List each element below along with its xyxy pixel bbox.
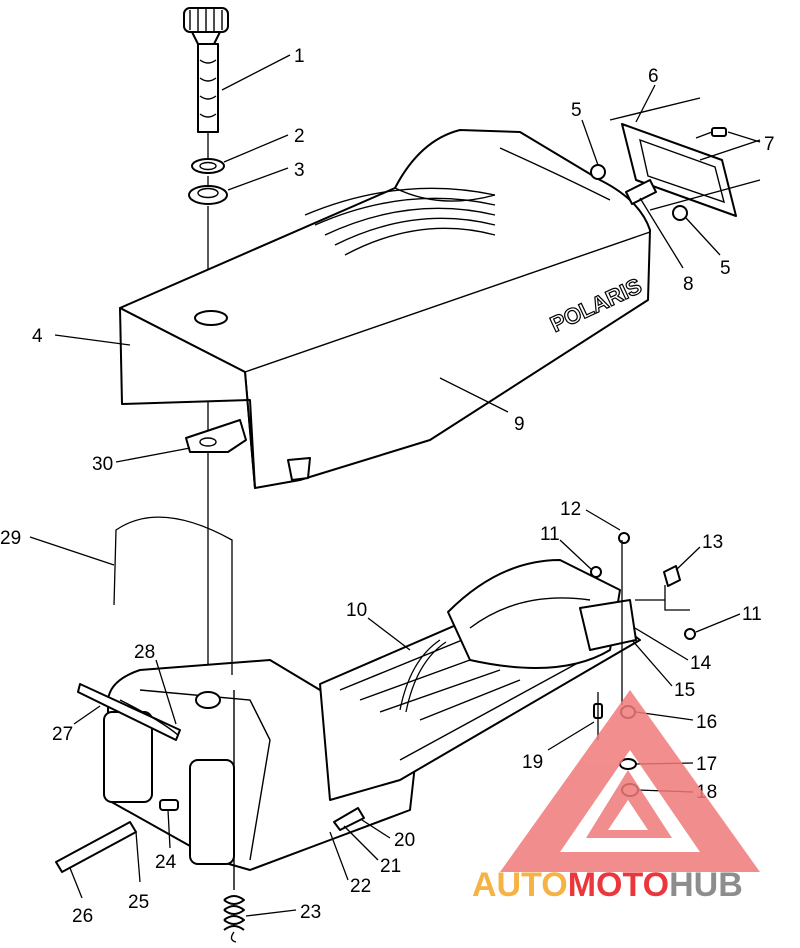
part-label: 13 bbox=[702, 532, 723, 553]
part-label: 11 bbox=[540, 524, 560, 545]
fitting bbox=[159, 799, 179, 811]
part-label: 26 bbox=[72, 906, 93, 927]
fuel-cap bbox=[183, 7, 229, 133]
leader-lines bbox=[29, 54, 761, 917]
part-label: 30 bbox=[92, 454, 113, 475]
part-label: 19 bbox=[522, 752, 543, 773]
part-label: 16 bbox=[696, 712, 717, 733]
part-label: 9 bbox=[514, 414, 525, 435]
part-label: 11 bbox=[742, 604, 762, 625]
nut-icon bbox=[590, 566, 602, 578]
clip-icon bbox=[663, 565, 681, 587]
part-label: 25 bbox=[128, 892, 149, 913]
part-label: 17 bbox=[696, 754, 717, 775]
grommet bbox=[188, 185, 228, 205]
part-label: 23 bbox=[300, 902, 321, 923]
watermark-hub: HUB bbox=[669, 866, 743, 904]
watermark-logo: AUTOMOTOHUB bbox=[472, 690, 760, 904]
part-label: 27 bbox=[52, 724, 73, 745]
part-label: 14 bbox=[690, 653, 712, 674]
part-label: 29 bbox=[0, 528, 21, 549]
part-label: 6 bbox=[648, 66, 659, 87]
mount-bracket bbox=[185, 419, 247, 453]
part-label: 28 bbox=[134, 642, 155, 663]
part-label: 12 bbox=[560, 499, 581, 520]
part-label: 21 bbox=[380, 856, 401, 877]
part-label: 20 bbox=[394, 830, 415, 851]
part-label: 5 bbox=[571, 100, 582, 121]
chassis-pan bbox=[319, 559, 641, 801]
part-label: 4 bbox=[32, 326, 43, 347]
fuel-line bbox=[55, 821, 137, 873]
part-label: 24 bbox=[155, 852, 177, 873]
gasket-ring bbox=[191, 158, 225, 174]
latch-pin bbox=[625, 179, 657, 205]
part-label: 1 bbox=[294, 46, 305, 67]
part-label: 7 bbox=[764, 134, 775, 155]
bushing bbox=[590, 164, 606, 180]
part-label: 3 bbox=[294, 160, 305, 181]
seat-bracket bbox=[609, 97, 761, 217]
screw-icon bbox=[618, 532, 630, 544]
bushing bbox=[672, 205, 688, 221]
part-label: 5 bbox=[720, 258, 731, 279]
fitting bbox=[333, 807, 365, 831]
nut-icon bbox=[684, 628, 696, 640]
bolt-icon bbox=[695, 127, 727, 139]
part-label: 15 bbox=[674, 680, 695, 701]
spring-icon bbox=[223, 690, 245, 943]
part-label: 22 bbox=[350, 876, 371, 897]
watermark-moto: MOTO bbox=[568, 866, 669, 904]
part-label: 10 bbox=[346, 600, 367, 621]
watermark-auto: AUTO bbox=[472, 866, 568, 904]
svg-text:AUTOMOTOHUB: AUTOMOTOHUB bbox=[472, 866, 743, 904]
part-label: 8 bbox=[683, 274, 694, 295]
part-label: 2 bbox=[294, 126, 305, 147]
